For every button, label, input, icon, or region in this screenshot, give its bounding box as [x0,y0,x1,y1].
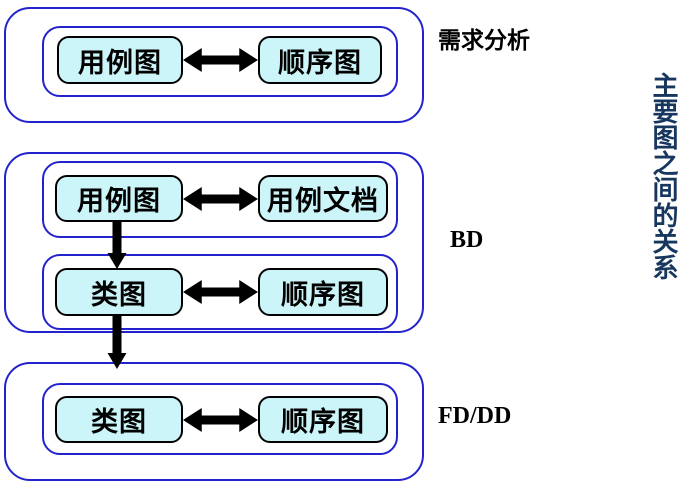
page-title-vertical: 主要图之间的关系 [649,72,678,280]
fddd-inner-frame [42,383,398,455]
down-arrow-icon [107,316,127,369]
down-arrow-icon [107,222,127,269]
node-sequence-diagram: 顺序图 [258,396,388,443]
node-label: 顺序图 [281,407,365,437]
node-label: 用例文档 [267,186,379,216]
node-use-case-diagram: 用例图 [55,175,183,222]
node-label: 类图 [91,279,147,310]
node-use-case-document: 用例文档 [258,175,388,222]
node-use-case-diagram: 用例图 [57,36,183,84]
requirements-group-frame [4,7,424,123]
node-label: 顺序图 [278,47,362,78]
bd-lower-inner-frame [42,254,398,330]
double-arrow-icon [183,186,258,212]
double-arrow-icon [183,407,258,433]
node-label: 类图 [91,407,147,437]
double-arrow-icon [183,47,258,73]
group-label-requirements: 需求分析 [438,28,530,53]
node-class-diagram: 类图 [55,396,183,443]
node-class-diagram: 类图 [55,268,183,316]
group-label-bd: BD [450,227,484,253]
node-label: 用例图 [78,47,162,78]
double-arrow-icon [183,279,258,305]
node-sequence-diagram: 顺序图 [258,36,382,84]
requirements-inner-frame [42,26,398,97]
node-label: 顺序图 [281,279,365,310]
bd-group-frame [4,152,424,333]
node-label: 用例图 [77,186,161,216]
fddd-group-frame [4,362,424,481]
bd-upper-inner-frame [42,161,398,238]
group-label-fddd: FD/DD [438,403,512,429]
node-sequence-diagram: 顺序图 [258,268,388,316]
